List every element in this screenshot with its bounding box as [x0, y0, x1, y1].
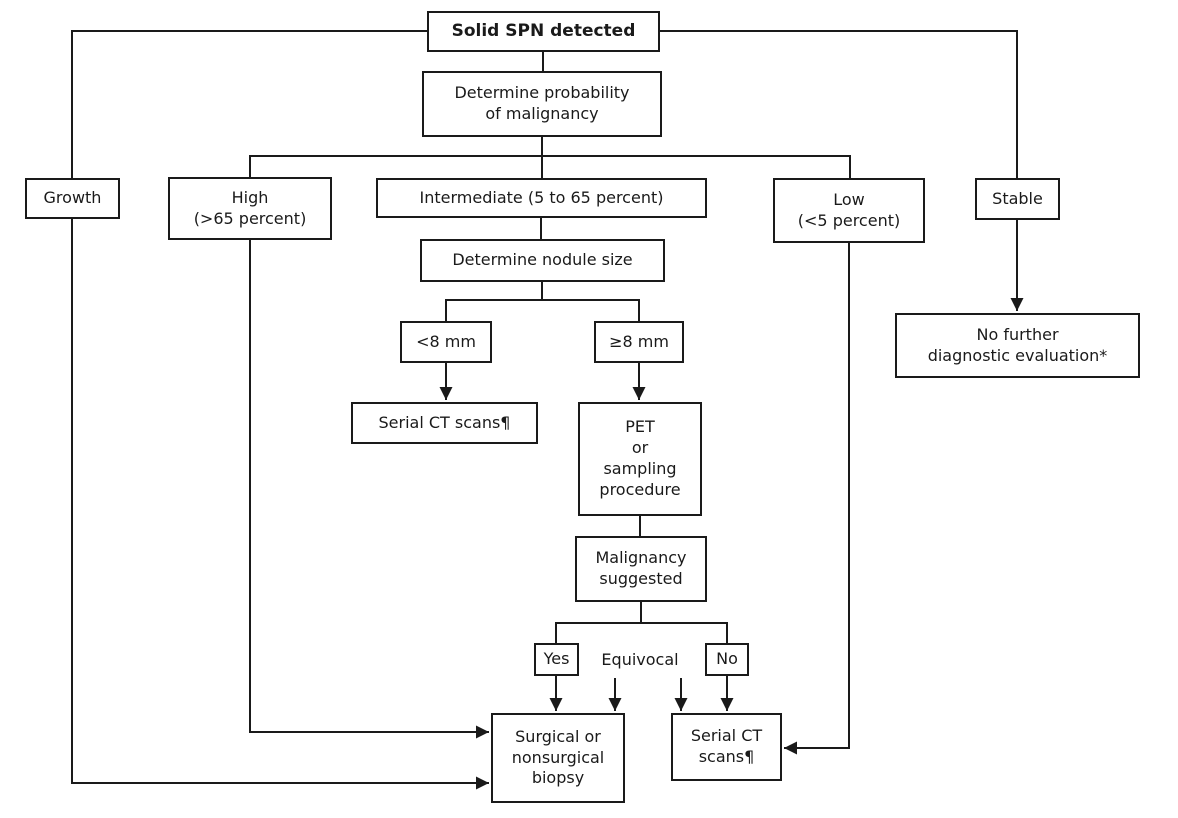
node-determine-probability: Determine probability of malignancy — [422, 71, 662, 137]
node-determine-nodule-size: Determine nodule size — [420, 239, 665, 282]
node-growth: Growth — [25, 178, 120, 219]
node-pet-or-sampling: PET or sampling procedure — [578, 402, 702, 516]
node-serial-ct-scans-upper: Serial CT scans¶ — [351, 402, 538, 444]
node-no-further-evaluation: No further diagnostic evaluation* — [895, 313, 1140, 378]
node-surgical-biopsy: Surgical or nonsurgical biopsy — [491, 713, 625, 803]
label-equivocal: Equivocal — [585, 647, 695, 672]
node-high-probability: High (>65 percent) — [168, 177, 332, 240]
node-low-probability: Low (<5 percent) — [773, 178, 925, 243]
node-malignancy-suggested: Malignancy suggested — [575, 536, 707, 602]
node-yes: Yes — [534, 643, 579, 676]
node-serial-ct-scans-lower: Serial CT scans¶ — [671, 713, 782, 781]
node-no: No — [705, 643, 749, 676]
node-intermediate-probability: Intermediate (5 to 65 percent) — [376, 178, 707, 218]
node-stable: Stable — [975, 178, 1060, 220]
node-solid-spn-detected: Solid SPN detected — [427, 11, 660, 52]
node-8mm-or-more: ≥8 mm — [594, 321, 684, 363]
node-under-8mm: <8 mm — [400, 321, 492, 363]
